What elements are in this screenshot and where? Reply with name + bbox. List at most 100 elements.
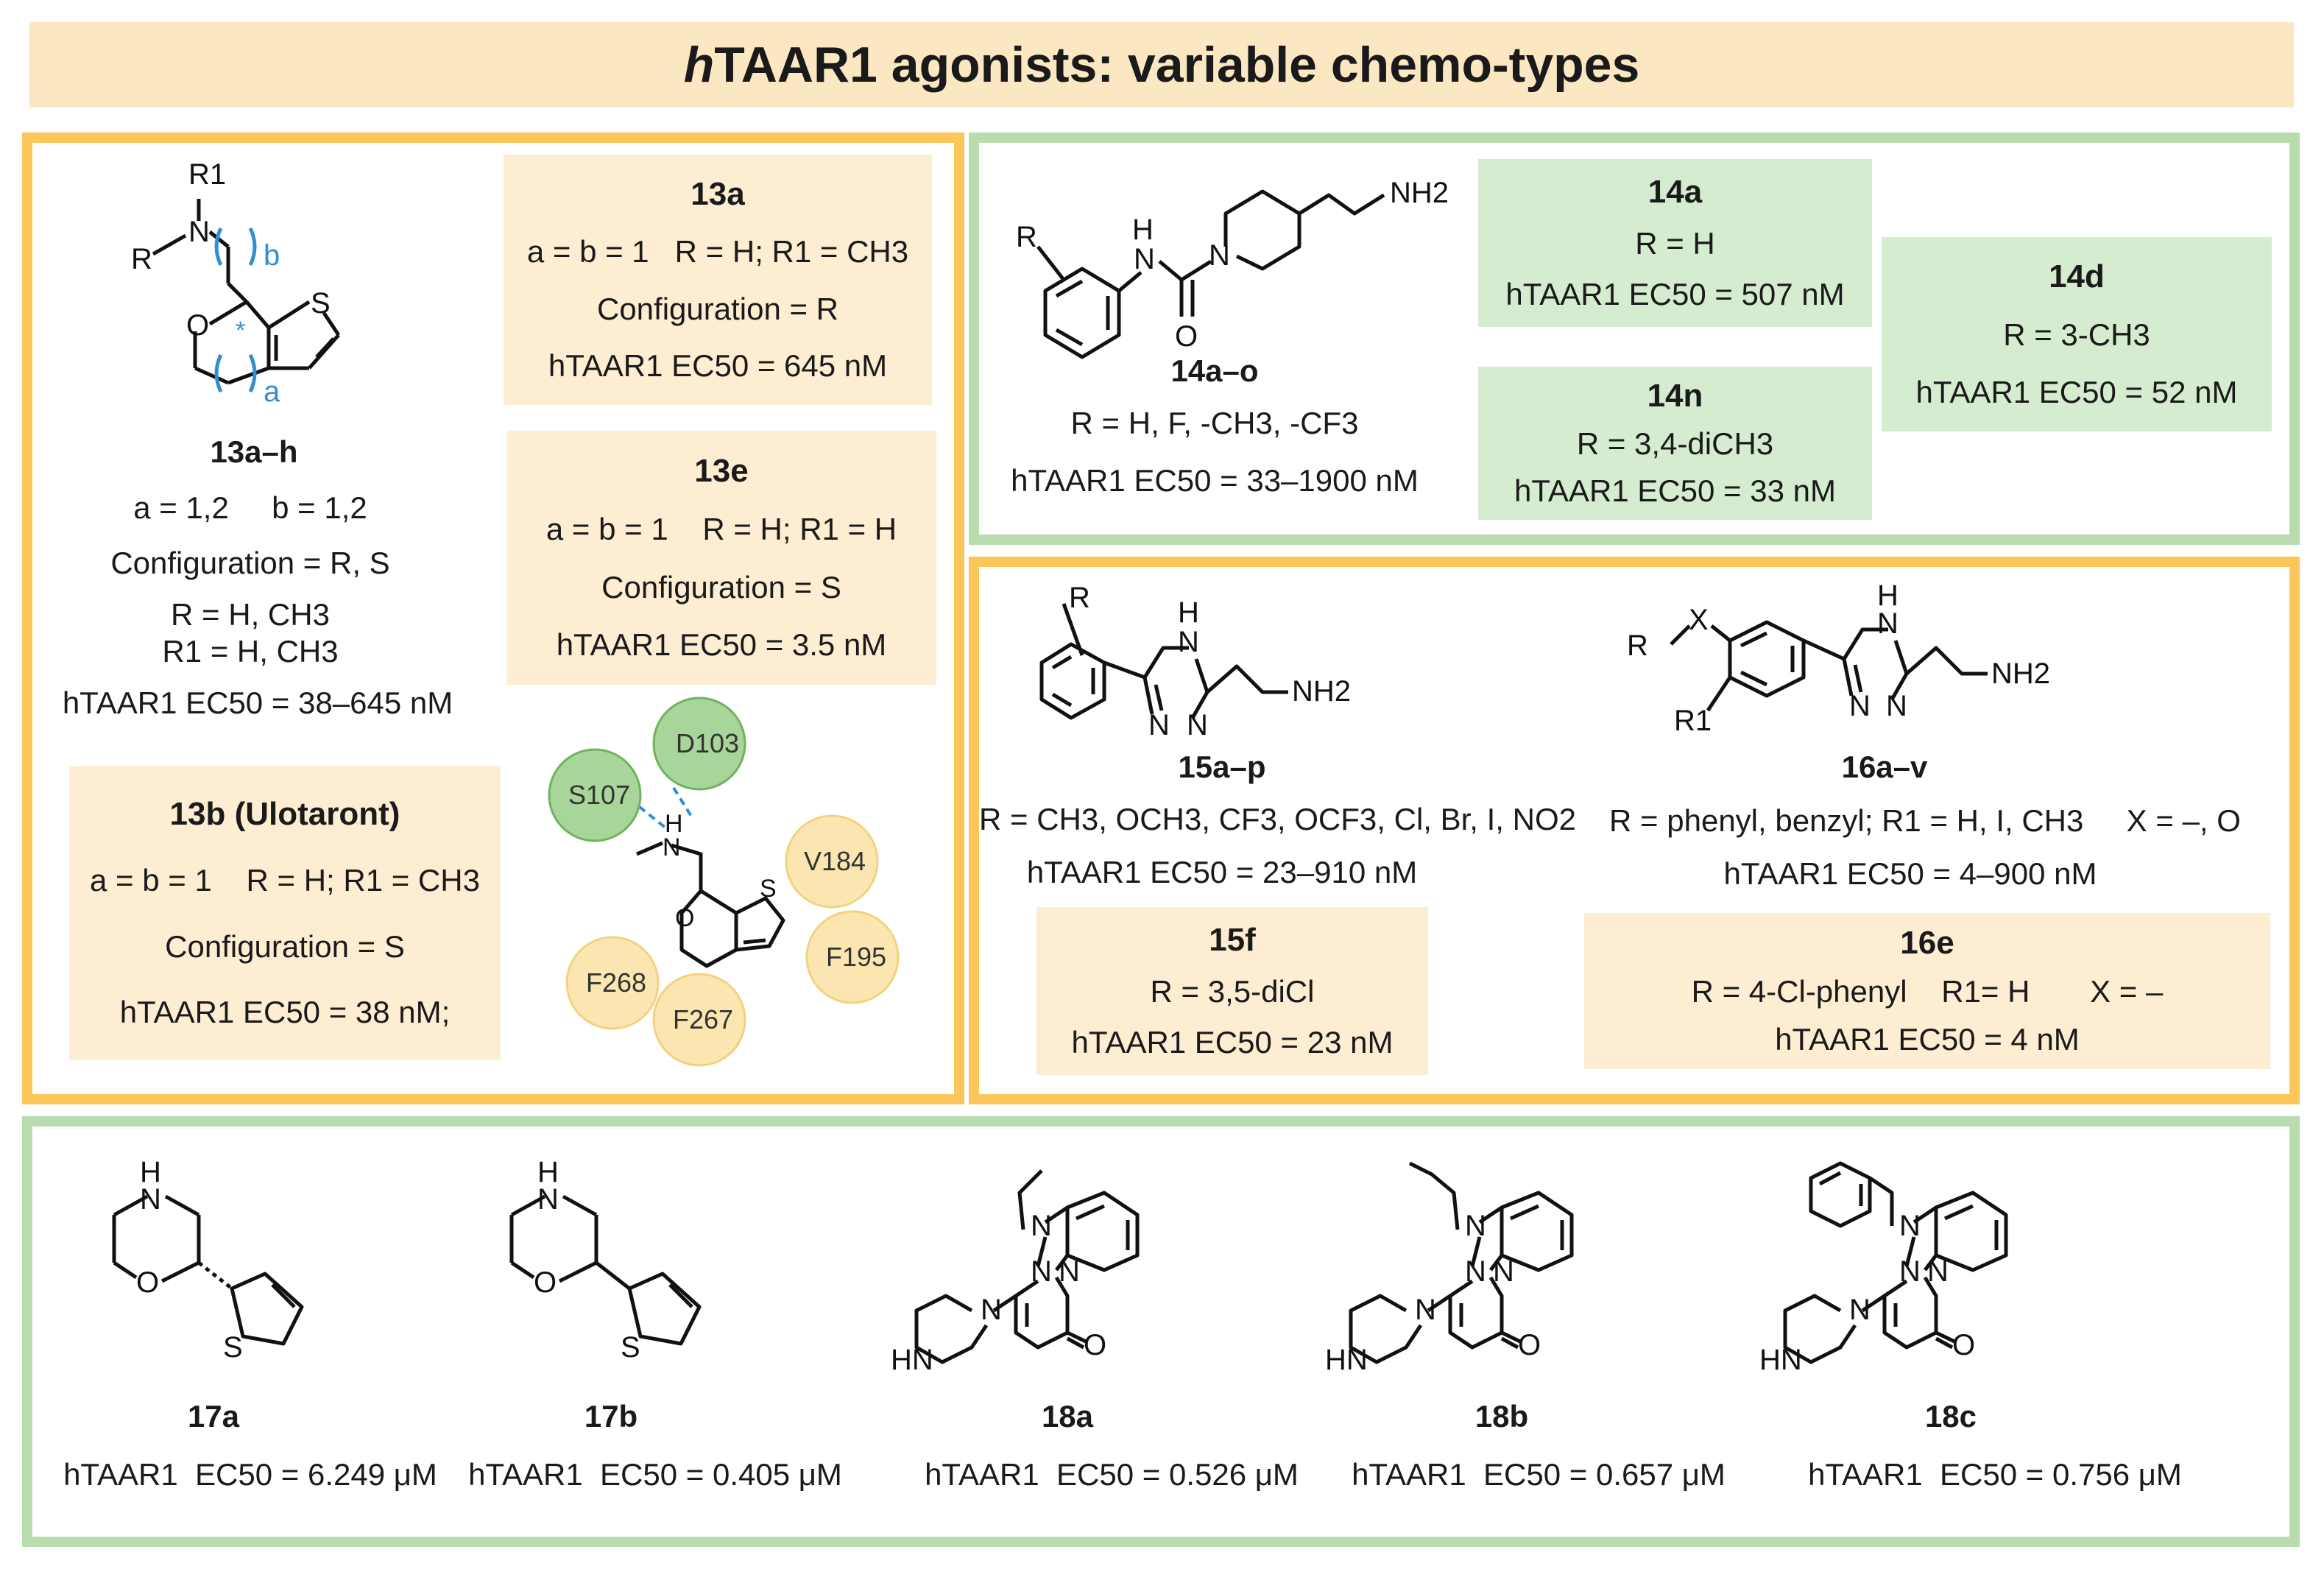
atom-h: H xyxy=(1178,596,1199,629)
box-16e-line2: hTAAR1 EC50 = 4 nM xyxy=(1775,1021,2080,1057)
atom-o: O xyxy=(1952,1329,1975,1361)
label-18c: 18c xyxy=(1924,1399,1977,1434)
box-16e-name: 16e xyxy=(1900,925,1954,962)
atom-n: N xyxy=(1465,1255,1486,1288)
ec50-18a: hTAAR1 EC50 = 0.526 μM xyxy=(925,1457,1299,1492)
text-16a-v-line1: R = phenyl, benzyl; R1 = H, I, CH3 X = –… xyxy=(1609,803,2241,838)
box-15f-line1: R = 3,5-diCl xyxy=(1150,974,1315,1009)
text-13a-h-line3: R = H, CH3 xyxy=(171,597,330,632)
text-15a-p-line2: hTAAR1 EC50 = 23–910 nM xyxy=(1026,855,1418,889)
label-17b: 17b xyxy=(584,1399,638,1434)
residue-f195-label: F195 xyxy=(826,942,886,972)
label-14a-o: 14a–o xyxy=(1170,353,1259,388)
atom-nh2: NH2 xyxy=(1292,675,1351,708)
atom-o: O xyxy=(1084,1329,1106,1361)
label-18b: 18b xyxy=(1474,1399,1529,1434)
page-title: hTAAR1 agonists: variable chemo-types xyxy=(683,37,1640,93)
text-13a-h-line5: hTAAR1 EC50 = 38–645 nM xyxy=(62,685,453,720)
binding-pocket-diagram: D103 S107 V184 F195 F268 F267 H N O S xyxy=(548,697,900,1067)
label-13a-h: 13a–h xyxy=(210,434,298,469)
atom-r1: R1 xyxy=(188,158,226,191)
atom-n: N xyxy=(1059,1255,1080,1288)
panel-14-series xyxy=(969,133,2300,545)
atom-n: N xyxy=(1209,239,1230,272)
text-13a-h-line1: a = 1,2 b = 1,2 xyxy=(133,490,367,525)
residue-s107-label: S107 xyxy=(568,780,630,810)
box-13a-name: 13a xyxy=(691,175,745,212)
atom-n: N xyxy=(1886,690,1907,722)
label-16a-v: 16a–v xyxy=(1841,750,1928,784)
box-13e-line2: Configuration = S xyxy=(601,569,841,604)
box-13e-line3: hTAAR1 EC50 = 3.5 nM xyxy=(556,627,887,662)
atom-n: N xyxy=(1493,1255,1514,1288)
atom-n: N xyxy=(1849,1294,1871,1326)
atom-n: N xyxy=(663,833,681,861)
box-14d-name: 14d xyxy=(2049,258,2105,295)
box-13a-line1: a = b = 1 R = H; R1 = CH3 xyxy=(526,234,909,269)
structure-14a-o: R H N N O NH2 xyxy=(1016,177,1449,359)
label-17a: 17a xyxy=(187,1399,240,1434)
text-14a-o-line2: hTAAR1 EC50 = 33–1900 nM xyxy=(1011,463,1419,498)
box-13a-line2: Configuration = R xyxy=(596,291,839,326)
atom-h: H xyxy=(1877,579,1899,612)
atom-n: N xyxy=(140,1183,161,1216)
residue-v184-label: V184 xyxy=(804,846,866,876)
text-13a-h-line2: Configuration = R, S xyxy=(110,546,390,580)
residue-d103 xyxy=(652,697,746,791)
label-15a-p: 15a–p xyxy=(1178,750,1266,784)
residue-d103-label: D103 xyxy=(676,728,739,758)
atom-o: O xyxy=(534,1266,557,1299)
text-15a-p-line1: R = CH3, OCH3, CF3, OCF3, Cl, Br, I, NO2 xyxy=(979,802,1577,836)
box-15f-name: 15f xyxy=(1209,922,1256,959)
box-14d-line2: hTAAR1 EC50 = 52 nM xyxy=(1915,374,2238,409)
atom-n: N xyxy=(1178,626,1199,658)
atom-r: R xyxy=(1069,582,1090,614)
text-14a-o-line1: R = H, F, -CH3, -CF3 xyxy=(1070,406,1359,440)
atom-s: S xyxy=(223,1331,243,1364)
atom-n: N xyxy=(537,1183,559,1216)
ec50-17a: hTAAR1 EC50 = 6.249 μM xyxy=(63,1457,437,1492)
ec50-17b: hTAAR1 EC50 = 0.405 μM xyxy=(468,1457,842,1492)
annot-star: * xyxy=(236,317,245,345)
atom-r1: R1 xyxy=(1674,705,1712,737)
residue-s107 xyxy=(548,748,642,842)
atom-s: S xyxy=(621,1331,640,1364)
atom-n: N xyxy=(1877,607,1899,640)
atom-h: H xyxy=(1132,214,1154,246)
box-14a-line1: R = H xyxy=(1635,226,1715,261)
residue-f268 xyxy=(565,936,660,1030)
structure-18a: N N N O N HN xyxy=(891,1169,1140,1376)
box-14n: 14n R = 3,4-diCH3 hTAAR1 EC50 = 33 nM xyxy=(1478,367,1872,520)
atom-n: N xyxy=(1465,1210,1486,1242)
title-band: hTAAR1 agonists: variable chemo-types xyxy=(29,22,2294,107)
box-13a: 13a a = b = 1 R = H; R1 = CH3 Configurat… xyxy=(504,155,932,405)
ec50-18c: hTAAR1 EC50 = 0.756 μM xyxy=(1808,1457,2182,1492)
box-13b-line1: a = b = 1 R = H; R1 = CH3 xyxy=(90,863,480,898)
box-14d: 14d R = 3-CH3 hTAAR1 EC50 = 52 nM xyxy=(1882,237,2272,431)
box-13e-name: 13e xyxy=(694,452,749,489)
ec50-18b: hTAAR1 EC50 = 0.657 μM xyxy=(1352,1457,1726,1492)
atom-nh2: NH2 xyxy=(1991,657,2050,690)
box-13b-name: 13b (Ulotaront) xyxy=(169,795,400,832)
atom-n: N xyxy=(1899,1210,1921,1242)
atom-s: S xyxy=(760,875,777,903)
residue-f195 xyxy=(805,910,900,1004)
atom-hn: HN xyxy=(1759,1344,1802,1376)
atom-o: O xyxy=(1175,320,1198,353)
atom-n: N xyxy=(188,216,210,248)
box-13e-line1: a = b = 1 R = H; R1 = H xyxy=(545,512,897,547)
atom-o: O xyxy=(1518,1329,1541,1361)
atom-n: N xyxy=(1031,1210,1052,1242)
box-15f: 15f R = 3,5-diCl hTAAR1 EC50 = 23 nM xyxy=(1036,907,1428,1075)
atom-n: N xyxy=(1899,1255,1921,1288)
atom-n: N xyxy=(981,1294,1002,1326)
box-13b: 13b (Ulotaront) a = b = 1 R = H; R1 = CH… xyxy=(69,766,501,1060)
atom-r: R xyxy=(1627,630,1648,662)
ulotaront-structure xyxy=(636,841,785,968)
structure-15a-p: R H N N N NH2 xyxy=(1039,582,1351,741)
box-14a: 14a R = H hTAAR1 EC50 = 507 nM xyxy=(1478,159,1872,327)
panel-13-series xyxy=(22,133,964,1104)
atom-s: S xyxy=(311,287,331,320)
residue-f268-label: F268 xyxy=(586,967,646,998)
structure-13a-h: R1 N R O S b a * xyxy=(131,158,341,408)
